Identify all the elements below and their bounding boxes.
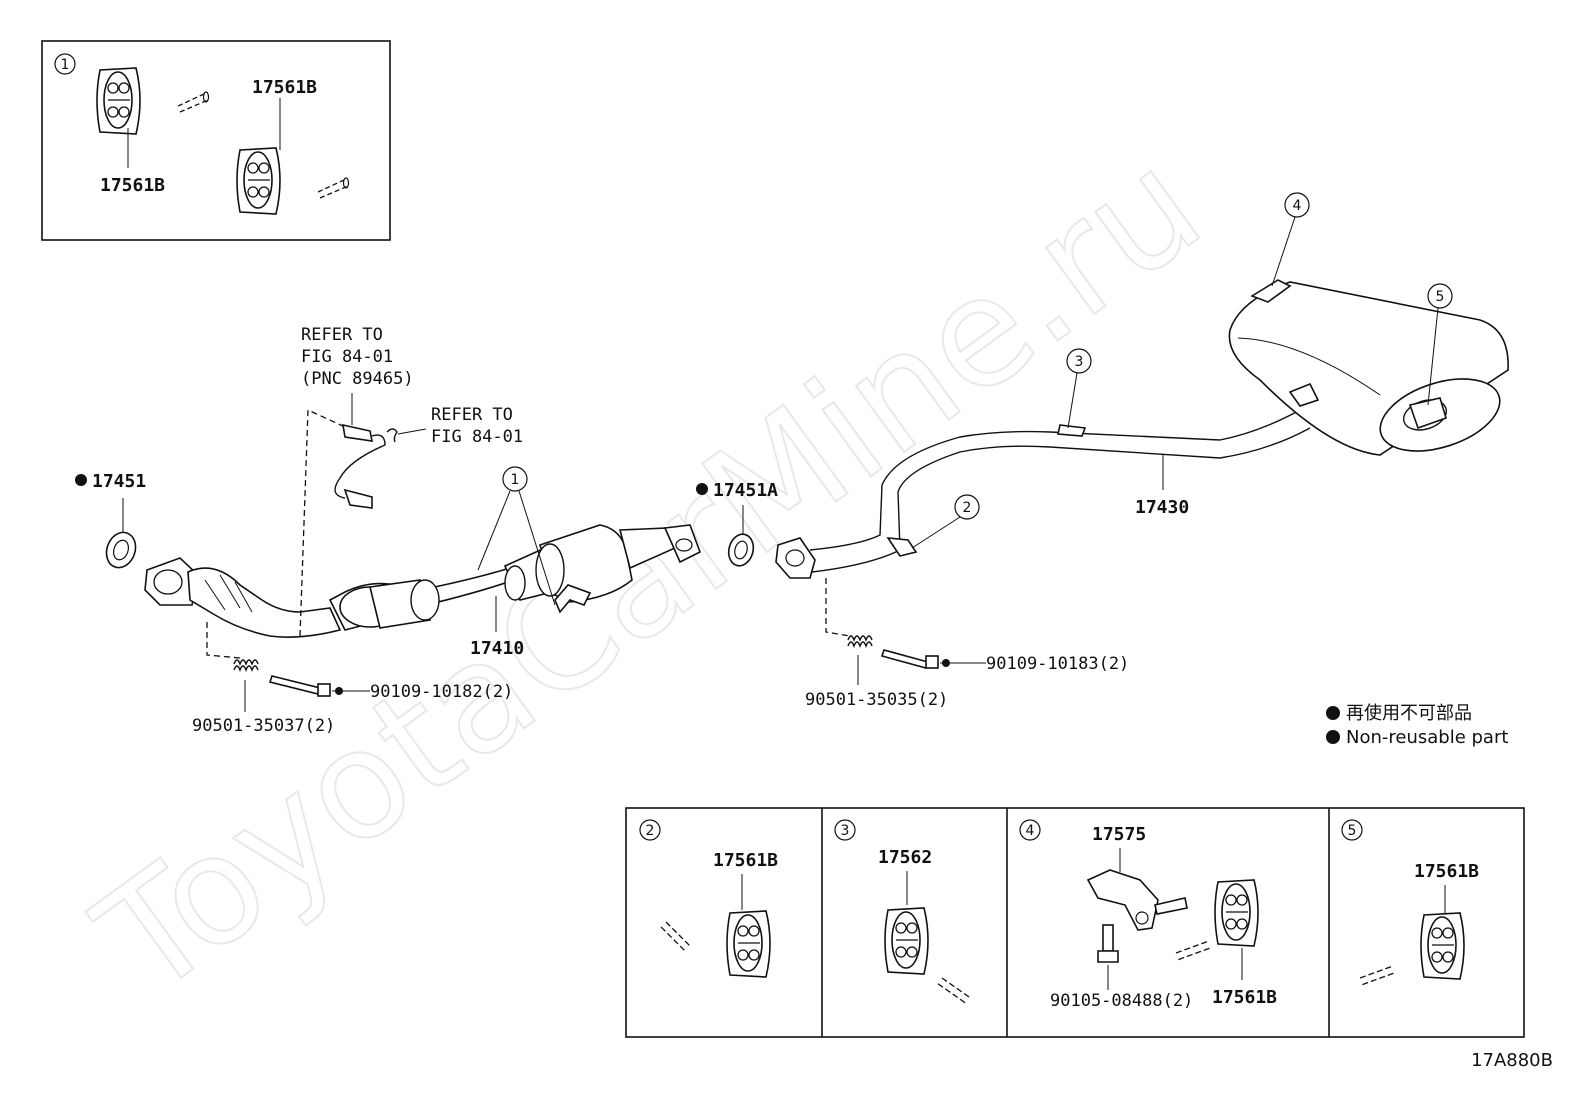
exhaust-hanger-icon	[1214, 879, 1259, 947]
part-label-90501-35037: 90501-35037(2)	[192, 716, 335, 736]
detail-3-callout: 3	[841, 823, 850, 839]
bolt-icon	[268, 675, 322, 695]
callout-1: 1	[511, 472, 520, 488]
tail-pipe-assembly: 2 3 4 5 17430 90109-10183(2) 90501-35035…	[775, 192, 1509, 710]
exhaust-hanger-icon	[884, 907, 929, 975]
compression-spring-icon	[233, 659, 259, 671]
refer-sensor-line3: (PNC 89465)	[301, 369, 414, 389]
legend: 再使用不可部品 Non-reusable part	[1326, 703, 1508, 748]
refer-sensor-line1: REFER TO	[301, 325, 383, 345]
exhaust-hanger-icon	[726, 910, 771, 978]
callout-3: 3	[1075, 354, 1084, 370]
hanger-rod-icon	[177, 91, 210, 113]
detail-3-label: 17562	[878, 847, 932, 868]
detail-5-label: 17561B	[1414, 861, 1479, 882]
detail-5-callout: 5	[1348, 823, 1357, 839]
callout-4: 4	[1293, 198, 1302, 214]
legend-en: Non-reusable part	[1346, 727, 1508, 748]
refer-clip-line2: FIG 84-01	[431, 427, 523, 447]
part-label-17451: 17451	[92, 471, 146, 492]
detail-box-1: 1 17561B 17561B	[41, 40, 391, 241]
detail-4-callout: 4	[1026, 823, 1035, 839]
part-label-17561b-bottom: 17561B	[100, 175, 165, 196]
watermark: ToyotaCarMine.ru	[68, 118, 1231, 1030]
detail-2-callout: 2	[646, 823, 655, 839]
exhaust-hanger-icon	[96, 67, 141, 135]
callout-1-box: 1	[61, 57, 70, 73]
bolt-icon	[1097, 924, 1119, 963]
detail-4-bracket-label: 17575	[1092, 824, 1146, 845]
hanger-rod-icon	[317, 177, 350, 199]
detail-2-label: 17561B	[713, 850, 778, 871]
part-label-17451a: 17451A	[713, 480, 778, 501]
gasket-icon	[105, 531, 137, 569]
figure-code: 17A880B	[1471, 1050, 1553, 1071]
legend-jp: 再使用不可部品	[1346, 703, 1472, 724]
part-label-17430: 17430	[1135, 497, 1189, 518]
part-label-17561b-top: 17561B	[252, 77, 317, 98]
refer-clip-line1: REFER TO	[431, 405, 513, 425]
part-label-17410: 17410	[470, 638, 524, 659]
front-pipe-assembly: 17451 1 17410	[75, 325, 701, 736]
part-label-90109-10183: 90109-10183(2)	[986, 654, 1129, 674]
refer-sensor-line2: FIG 84-01	[301, 347, 393, 367]
detail-4-bolt-label: 90105-08488(2)	[1050, 991, 1193, 1011]
gasket-icon	[727, 533, 755, 567]
detail-4-support-label: 17561B	[1212, 987, 1277, 1008]
bracket-icon	[1086, 869, 1159, 931]
center-gasket: 17451A	[696, 480, 778, 567]
exhaust-hanger-icon	[236, 147, 281, 215]
detail-table: 2 17561B 3 17562 4 17575 90105-08488(2) …	[625, 807, 1525, 1038]
part-label-90109-10182: 90109-10182(2)	[370, 682, 513, 702]
exhaust-hanger-icon	[1420, 912, 1465, 980]
compression-spring-icon	[847, 635, 873, 647]
oxygen-sensor-icon	[342, 423, 374, 442]
callout-5: 5	[1436, 289, 1445, 305]
bolt-icon	[880, 649, 930, 669]
part-label-90501-35035: 90501-35035(2)	[805, 690, 948, 710]
callout-2: 2	[963, 500, 972, 516]
